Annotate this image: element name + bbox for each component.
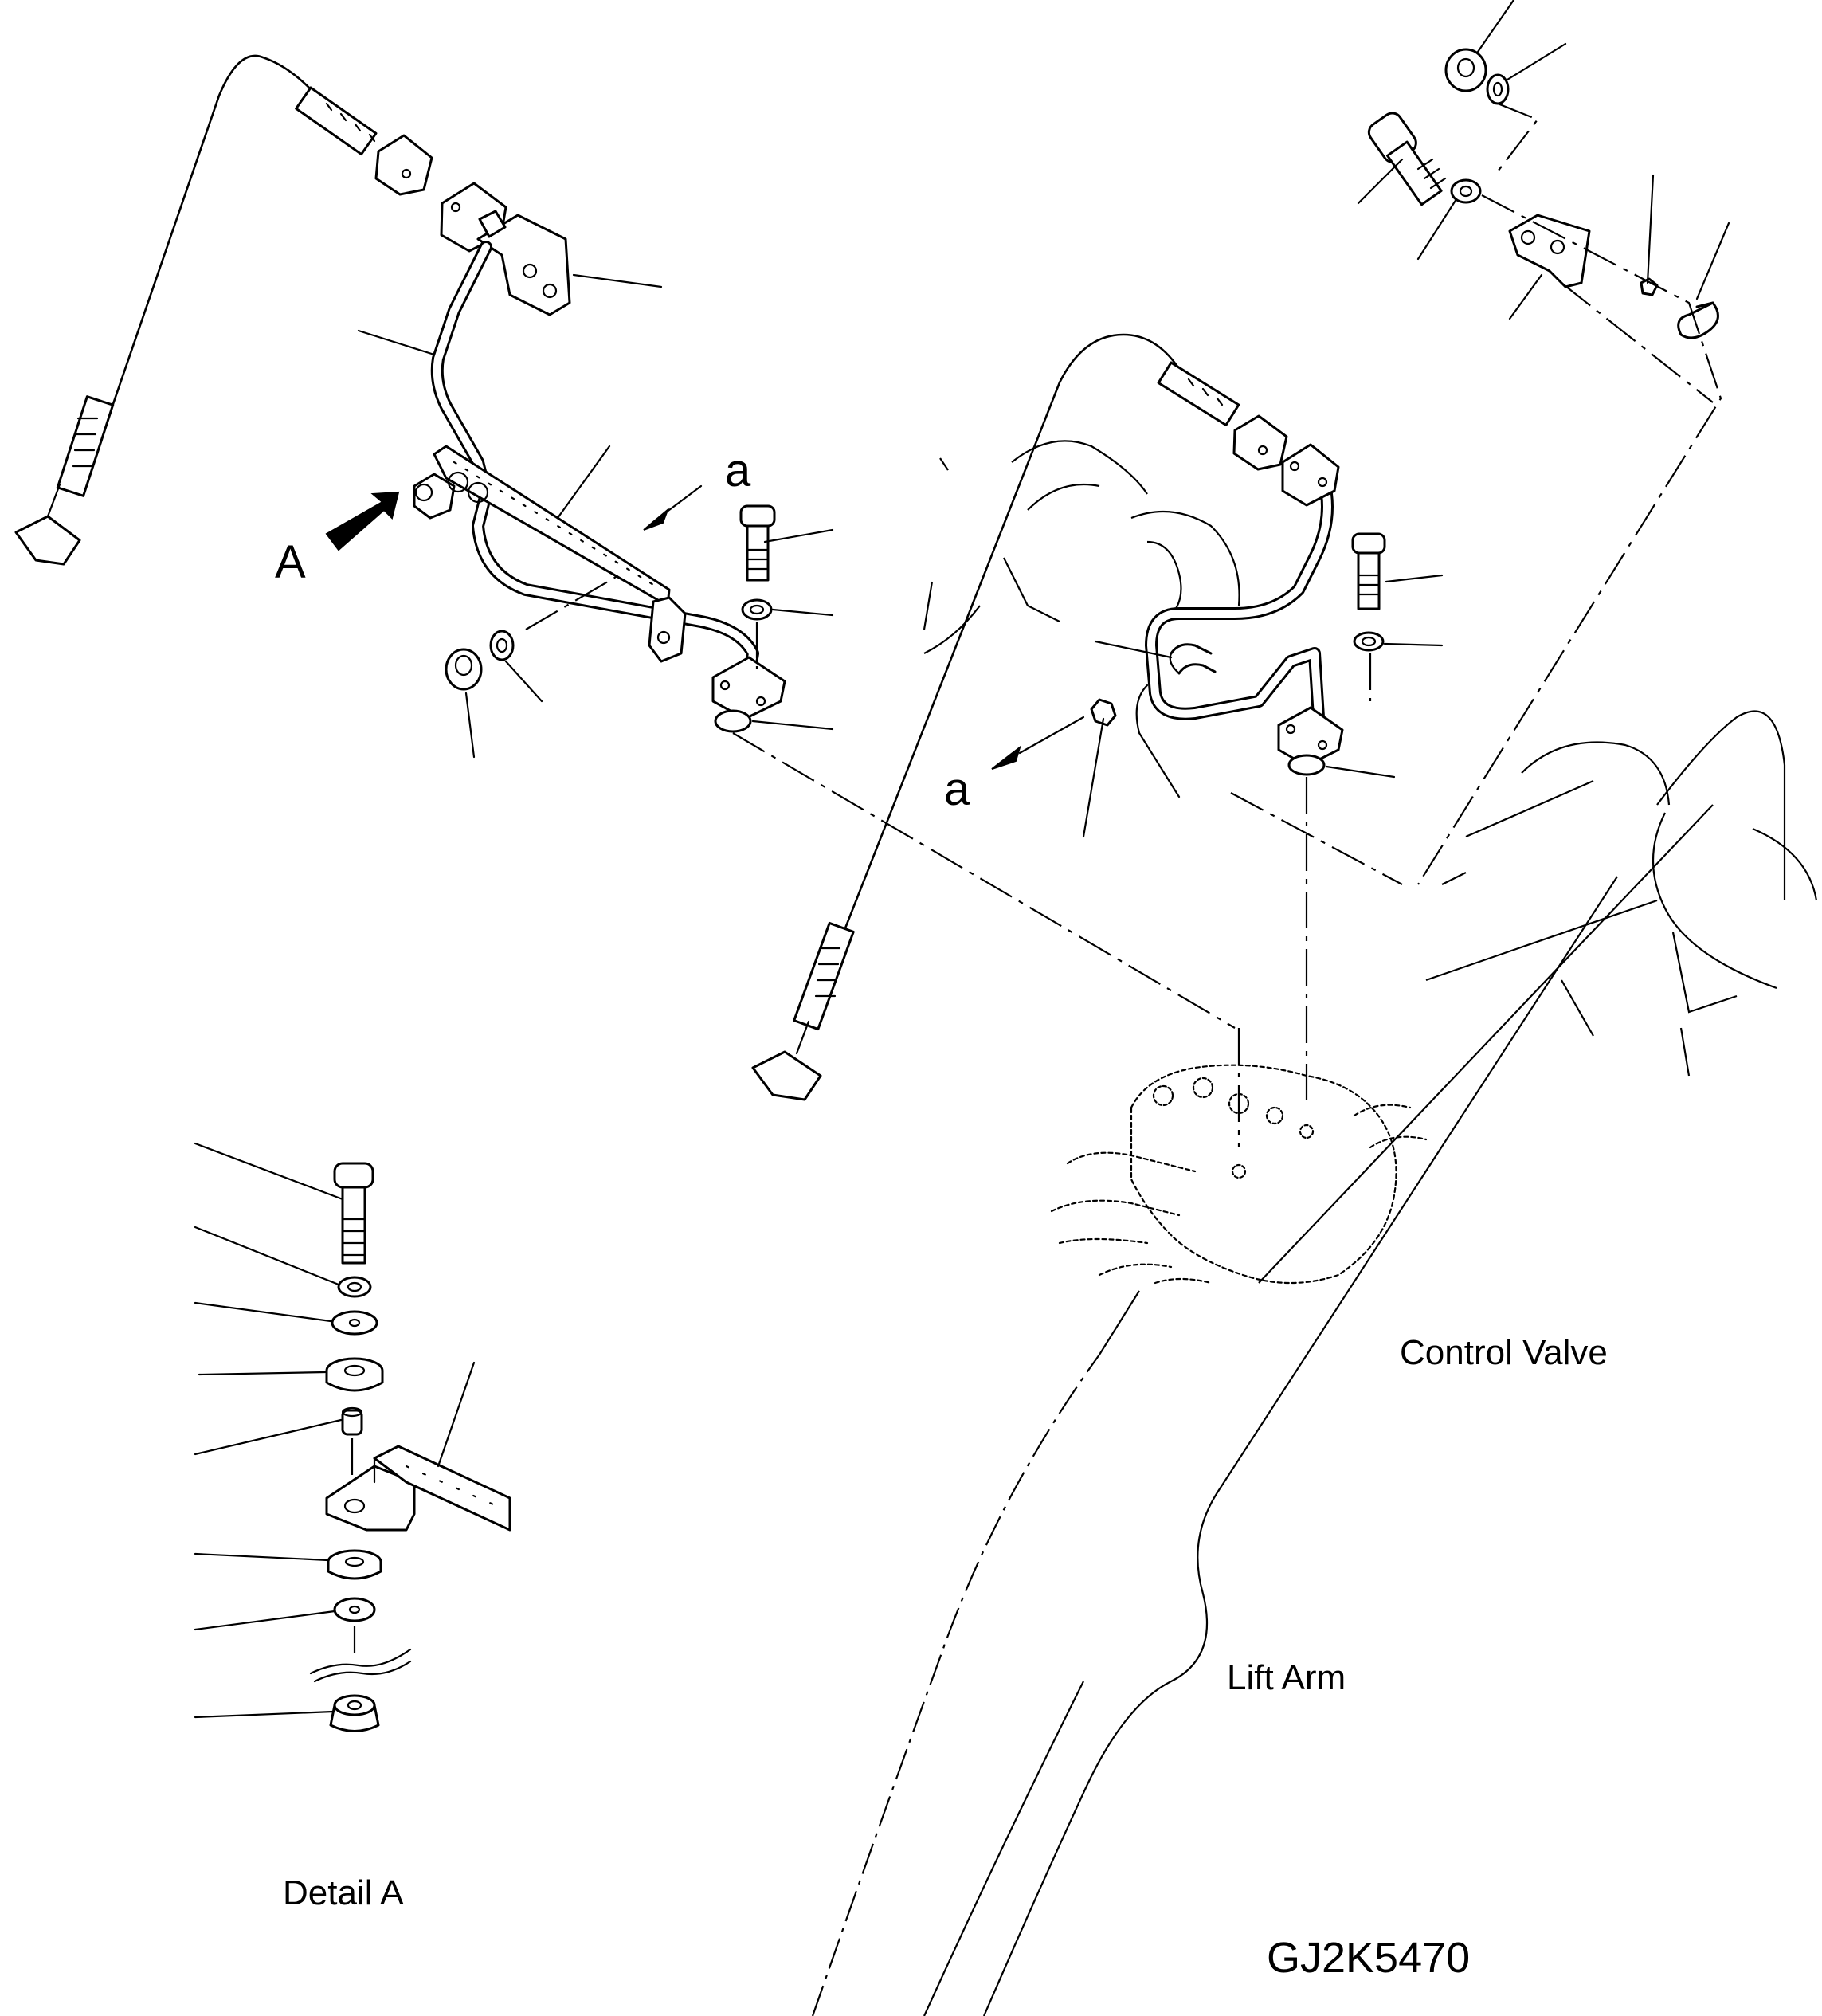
detail-rubber-mount-upper — [325, 1357, 384, 1392]
view-arrow-a: A — [275, 491, 400, 588]
left-leader-lines — [357, 273, 834, 759]
detail-bracket — [325, 1465, 416, 1532]
pointer-a-left-label: a — [725, 445, 751, 496]
bracket-hardware-group — [1357, 0, 1730, 885]
detail-a-view: Detail A — [194, 1142, 511, 1912]
middle-washer — [1450, 178, 1482, 204]
lift-arm-outline — [811, 440, 1818, 2016]
left-cable-end-upper — [295, 86, 433, 196]
lift-arm-label: Lift Arm — [1227, 1658, 1346, 1697]
support-bracket — [1508, 214, 1591, 288]
top-washer — [1486, 73, 1510, 105]
drawing-number-block: GJ2K5470 — [1267, 1934, 1470, 1982]
control-valve: Control Valve — [1050, 1064, 1608, 1372]
right-o-ring — [1287, 754, 1326, 776]
right-cable-end-lower — [751, 921, 855, 1101]
drawing-number: GJ2K5470 — [1267, 1934, 1470, 1982]
right-tube-assembly: a — [751, 333, 1467, 1147]
right-cable — [839, 333, 1179, 941]
lift-arm-label-group: Lift Arm — [1227, 1658, 1346, 1697]
left-washer — [489, 630, 515, 661]
detail-washer-1 — [337, 1276, 372, 1298]
right-bolt — [1351, 532, 1386, 610]
left-upper-bracket — [476, 214, 571, 316]
left-long-bar — [433, 445, 671, 607]
left-tube-assembly — [14, 54, 1236, 1029]
right-upper-flange — [1281, 443, 1340, 507]
top-bolt — [1367, 112, 1447, 206]
right-u-bolt — [1170, 643, 1217, 675]
left-lower-flange — [711, 656, 786, 720]
detail-nut — [329, 1694, 380, 1732]
left-cable — [86, 54, 312, 479]
left-nut — [445, 648, 483, 691]
control-valve-label: Control Valve — [1400, 1333, 1608, 1372]
pointer-a-right-label: a — [944, 763, 970, 815]
detail-washer-3 — [333, 1597, 376, 1622]
left-o-ring — [714, 709, 752, 733]
view-arrow-label: A — [275, 536, 306, 588]
left-cable-end-lower — [14, 395, 115, 566]
right-bolt-washer — [1353, 631, 1385, 652]
left-bolt-washer — [741, 598, 773, 621]
top-nut — [1444, 48, 1487, 92]
detail-bolt — [333, 1162, 374, 1265]
left-bolt — [739, 504, 776, 582]
detail-washer-2 — [331, 1310, 378, 1336]
detail-a-label: Detail A — [283, 1873, 404, 1912]
right-cable-end-upper — [1157, 361, 1288, 471]
pointer-a-left: a — [643, 445, 751, 531]
detail-frame-section — [309, 1648, 412, 1675]
right-lower-flange — [1277, 706, 1344, 767]
detail-rubber-mount-lower — [327, 1549, 382, 1580]
right-clip — [1090, 698, 1117, 727]
detail-sleeve — [341, 1406, 363, 1436]
